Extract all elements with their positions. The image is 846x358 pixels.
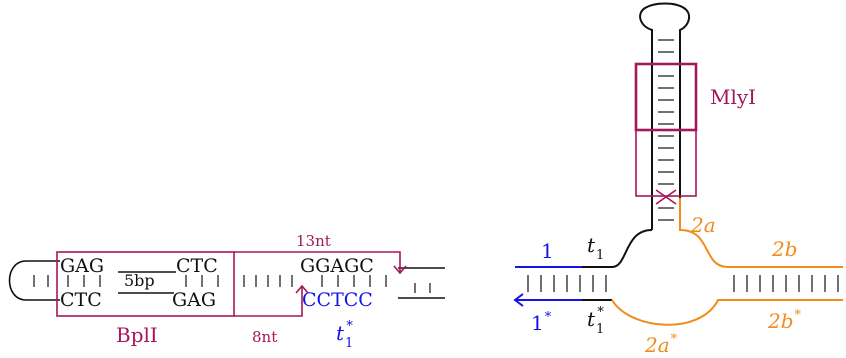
cut-8nt-label: 8nt	[252, 328, 277, 346]
cut-13nt-bracket	[234, 251, 401, 273]
mlyi-structure	[513, 2, 843, 326]
spacer-5bp-label: 5bp	[124, 271, 155, 290]
domain-2a-label: 2a	[690, 213, 716, 237]
mlyi-label: MlyI	[710, 85, 756, 109]
toehold-t1-star-label-right: t1*	[587, 305, 604, 337]
domain-2b-label: 2b	[771, 237, 798, 261]
domain-1-label: 1	[541, 239, 554, 263]
domain-1-star-arrowhead	[513, 293, 524, 307]
domain-2a-strand	[679, 198, 843, 268]
mlyi-site-box	[634, 62, 698, 205]
domain-1-star-label: 1*	[531, 310, 552, 335]
bpli-label: BplI	[116, 323, 158, 347]
top-seq-ctc: CTC	[176, 255, 218, 277]
cut-8nt-arrow	[295, 284, 309, 294]
mlyi-nick-marker	[655, 189, 677, 205]
stem-left-strand	[639, 2, 691, 230]
top-seq-gag: GAG	[60, 255, 104, 277]
domain-2a-star-strand	[611, 299, 843, 326]
bottom-seq-cctcc: CCTCC	[302, 289, 373, 311]
cut-13nt-label: 13nt	[296, 232, 331, 250]
top-seq-ggagc: GGAGC	[300, 255, 374, 277]
bottom-seq-ctc: CTC	[60, 289, 102, 311]
toehold-t1-label: t1	[587, 233, 604, 263]
bpli-site-box	[56, 251, 407, 317]
arm-base-pairs	[527, 275, 839, 292]
junction-top-left	[582, 229, 653, 268]
bpli-base-pairs	[33, 275, 431, 293]
bpli-hairpin	[8, 260, 445, 301]
domain-2b-star-label: 2b*	[767, 308, 802, 333]
cut-8nt-bracket	[234, 286, 303, 317]
domain-2a-star-label: 2a*	[644, 332, 678, 357]
bottom-seq-gag: GAG	[172, 289, 216, 311]
toehold-t1-star-label: t1*	[336, 319, 353, 351]
cut-13nt-arrow	[393, 265, 407, 275]
hairpin-loop	[8, 260, 60, 301]
